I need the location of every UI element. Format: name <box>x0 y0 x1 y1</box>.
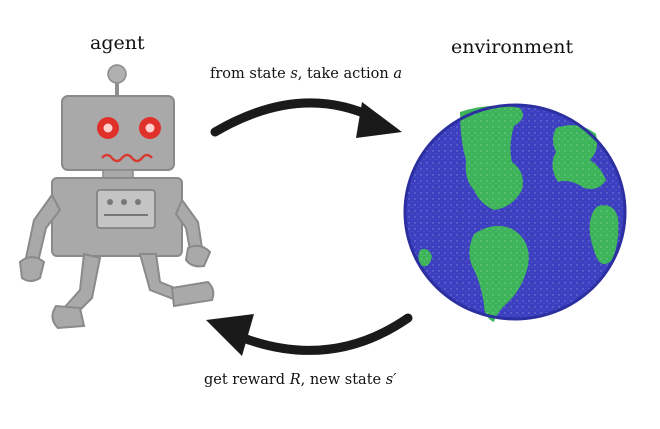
globe-icon <box>403 103 627 322</box>
top-arrow-caption: from state s, take action a <box>210 66 402 82</box>
state-variable: s <box>290 66 298 82</box>
caption-text: , new state <box>300 372 386 388</box>
caption-text: get reward <box>204 372 290 388</box>
caption-text: from state <box>210 66 291 82</box>
environment-label: environment <box>451 36 574 58</box>
robot-icon <box>18 64 215 330</box>
caption-text: , take action <box>297 66 394 82</box>
agent-label: agent <box>90 32 145 54</box>
reward-variable: R <box>289 372 301 388</box>
action-arrow <box>210 98 402 138</box>
reward-arrow <box>206 313 413 356</box>
bottom-arrow-caption: get reward R, new state s′ <box>204 372 396 388</box>
action-variable: a <box>393 66 403 82</box>
next-state-variable: s′ <box>385 372 397 388</box>
